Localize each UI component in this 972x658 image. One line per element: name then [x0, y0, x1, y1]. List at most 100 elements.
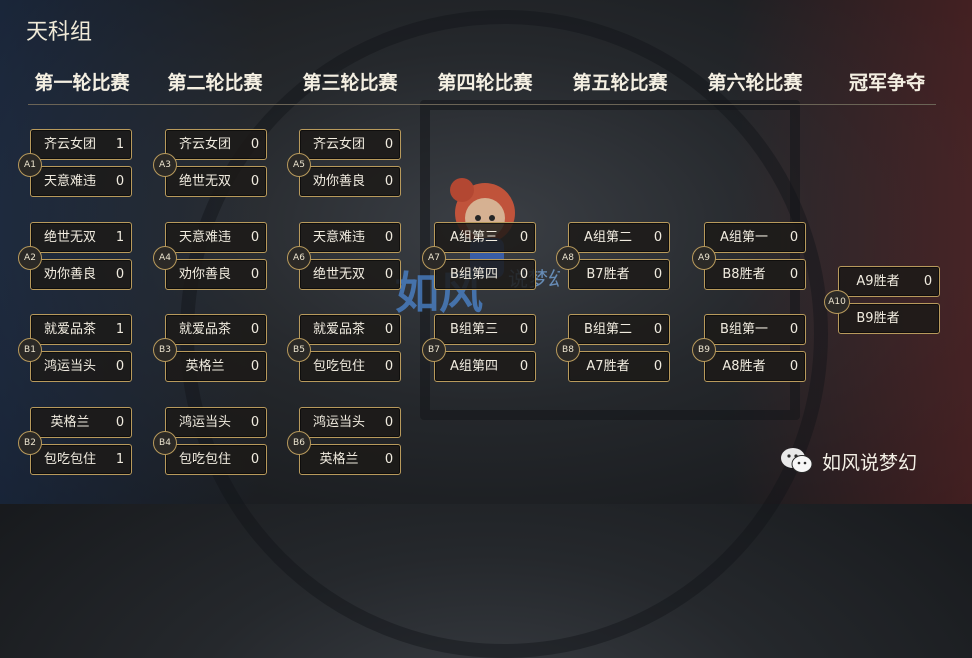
team-score: 0	[519, 230, 529, 245]
team-score: 0	[653, 322, 663, 337]
team-name: 绝世无双	[178, 174, 231, 189]
team-name: 天意难违	[43, 174, 96, 189]
match-id-badge: B3	[153, 338, 177, 362]
team-score: 0	[250, 452, 260, 467]
team-name: 天意难违	[312, 230, 365, 245]
team-name: 劝你善良	[312, 174, 365, 189]
team-name: 齐云女团	[312, 137, 365, 152]
team-slot-1[interactable]: A组第三 0	[434, 222, 536, 253]
team-slot-2[interactable]: A7胜者 0	[568, 351, 670, 382]
team-score: 0	[384, 322, 394, 337]
team-slot-2[interactable]: B组第四 0	[434, 259, 536, 290]
team-name: 就爱品茶	[312, 322, 365, 337]
team-slot-1[interactable]: 鸿运当头 0	[165, 407, 267, 438]
match-id-badge: B7	[422, 338, 446, 362]
team-score: 0	[115, 415, 125, 430]
team-score: 0	[115, 267, 125, 282]
team-name: 齐云女团	[178, 137, 231, 152]
team-slot-1[interactable]: 就爱品茶 0	[299, 314, 401, 345]
team-slot-1[interactable]: B组第一 0	[704, 314, 806, 345]
team-score: 1	[115, 137, 125, 152]
team-name: A7胜者	[586, 359, 630, 374]
team-slot-1[interactable]: 齐云女团 0	[299, 129, 401, 160]
team-score: 0	[384, 452, 394, 467]
match-id-badge: A8	[556, 246, 580, 270]
team-score: 0	[250, 267, 260, 282]
team-name: B9胜者	[856, 311, 900, 326]
team-name: 劝你善良	[43, 267, 96, 282]
team-name: 包吃包住	[312, 359, 365, 374]
team-score: 1	[115, 452, 125, 467]
match-id-badge: A10	[824, 290, 850, 314]
team-score: 0	[250, 359, 260, 374]
team-slot-2[interactable]: 包吃包住 1	[30, 444, 132, 475]
team-name: 绝世无双	[312, 267, 365, 282]
team-score: 0	[519, 267, 529, 282]
team-name: B组第四	[450, 267, 498, 282]
team-name: 天意难违	[178, 230, 231, 245]
wechat-account-name: 如风说梦幻	[822, 451, 918, 474]
team-name: 包吃包住	[43, 452, 96, 467]
team-name: 鸿运当头	[312, 415, 365, 430]
team-name: B组第一	[720, 322, 768, 337]
team-name: A组第三	[450, 230, 498, 245]
team-name: 鸿运当头	[178, 415, 231, 430]
team-score: 0	[250, 415, 260, 430]
team-score: 0	[653, 359, 663, 374]
team-slot-2[interactable]: B9胜者	[838, 303, 940, 334]
team-score: 0	[789, 322, 799, 337]
match-id-badge: A6	[287, 246, 311, 270]
team-name: A组第二	[584, 230, 632, 245]
team-slot-2[interactable]: 劝你善良 0	[30, 259, 132, 290]
team-name: 就爱品茶	[178, 322, 231, 337]
team-score: 0	[384, 137, 394, 152]
